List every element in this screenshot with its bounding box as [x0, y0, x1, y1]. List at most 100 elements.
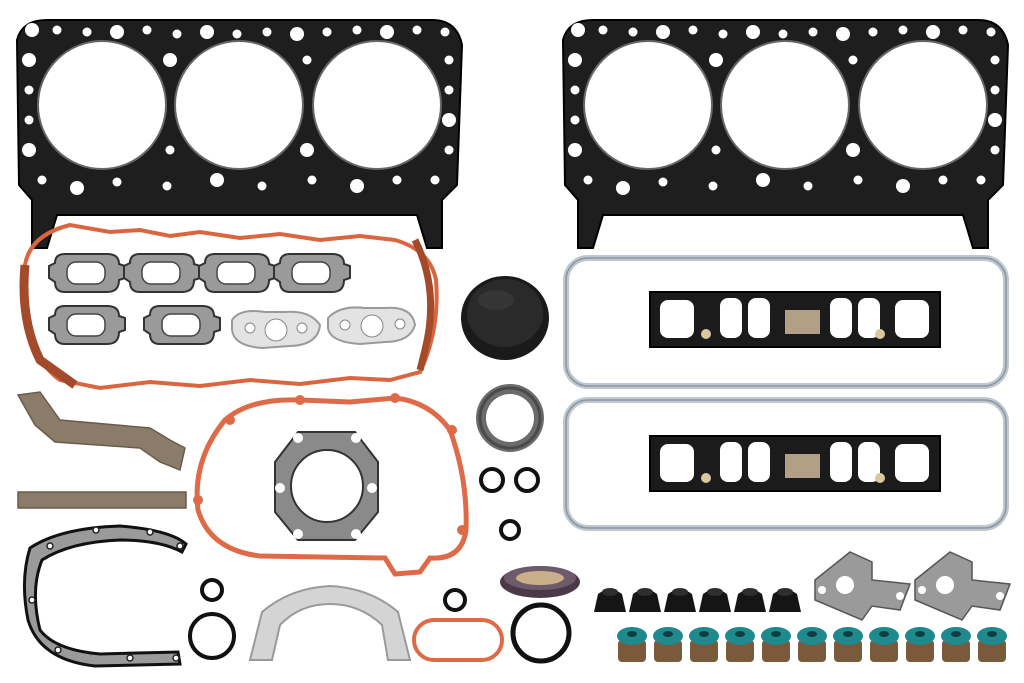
bolt-hole: [352, 25, 362, 35]
intake-port: [748, 298, 770, 338]
bolt-hole: [708, 181, 718, 191]
stem-seal-teal-hole: [951, 631, 961, 637]
intake-port: [895, 300, 929, 338]
intake-port: [858, 298, 880, 338]
stem-seal-black: [629, 589, 661, 612]
bolt-hole: [290, 27, 304, 41]
bolt-hole: [926, 25, 940, 39]
octagon-gasket: [274, 431, 379, 541]
bolt-hole: [583, 175, 593, 185]
bolt-hole: [442, 113, 456, 127]
bolt-hole: [658, 177, 668, 187]
stem-seal-brown-body: [762, 640, 790, 662]
bolt-hole: [848, 55, 858, 65]
bolt-hole: [616, 181, 630, 195]
bolt-hole: [898, 25, 908, 35]
valve-stem-seals-teal: [617, 627, 1007, 662]
bolt-hole: [718, 29, 728, 39]
bolt-hole: [976, 175, 986, 185]
bolt-hole: [112, 177, 122, 187]
exhaust-manifold-gaskets: [48, 253, 351, 345]
bolt-hole: [803, 181, 813, 191]
bolt-hole: [110, 25, 124, 39]
cylinder-bore: [174, 40, 304, 170]
bolt-hole: [322, 27, 332, 37]
bolt-hole: [392, 175, 402, 185]
bolt-hole: [896, 179, 910, 193]
bolt-hole: [302, 55, 312, 65]
bolt-hole: [262, 27, 272, 37]
intake-port: [895, 444, 929, 482]
bolt-hole: [444, 85, 454, 95]
bolt-hole: [990, 145, 1000, 155]
cylinder-bore: [720, 40, 850, 170]
stem-seal-black-top: [707, 588, 723, 596]
intake-manifold-gasket-top: [649, 291, 941, 348]
stem-seal-teal-hole: [843, 631, 853, 637]
bolt-hole: [746, 25, 760, 39]
stem-seal-brown-body: [726, 640, 754, 662]
oval-gasket-orange: [412, 618, 504, 662]
cork-strips: [16, 391, 187, 509]
stem-seal-brown-body: [834, 640, 862, 662]
exhaust-port-opening: [141, 261, 181, 285]
intake-port: [720, 298, 742, 338]
stem-seal-teal-hole: [771, 631, 781, 637]
stem-seal-brown-body: [978, 640, 1006, 662]
intake-port: [830, 442, 852, 482]
cylinder-bore: [583, 40, 713, 170]
bolt-hole: [24, 115, 34, 125]
intake-bolt-hole: [701, 473, 711, 483]
bolt-hole: [200, 25, 214, 39]
timing-cover-gasket-bumps: [193, 393, 467, 535]
intake-port: [660, 444, 694, 482]
stem-seal-black-top: [777, 588, 793, 596]
small-o-rings-lower-left: [188, 578, 467, 660]
intake-bolt-hole: [875, 329, 885, 339]
stem-seal-brown-body: [654, 640, 682, 662]
stem-seal-brown-body: [906, 640, 934, 662]
bolt-hole: [82, 27, 92, 37]
exhaust-port-opening: [66, 313, 106, 337]
bolt-hole: [444, 55, 454, 65]
stem-seal-brown-body: [870, 640, 898, 662]
bolt-hole: [656, 25, 670, 39]
oil-pan-gasket-right-edge: [411, 238, 435, 371]
intake-manifold-gasket-bottom: [649, 435, 941, 492]
stem-seal-teal-hole: [807, 631, 817, 637]
stem-seal-brown-body: [690, 640, 718, 662]
stem-seal-brown-body: [798, 640, 826, 662]
intake-port: [660, 300, 694, 338]
bolt-hole: [430, 175, 440, 185]
stem-seal-black-top: [672, 588, 688, 596]
bolt-hole: [257, 181, 267, 191]
intake-port: [830, 298, 852, 338]
bolt-hole: [709, 53, 723, 67]
bolt-hole: [412, 25, 422, 35]
bolt-hole: [990, 85, 1000, 95]
cylinder-bore: [312, 40, 442, 170]
egr-gaskets: [814, 551, 1012, 621]
stem-seal-brown-body: [942, 640, 970, 662]
bolt-hole: [570, 115, 580, 125]
bolt-hole: [165, 145, 175, 155]
bolt-hole: [846, 143, 860, 157]
bolt-hole: [571, 23, 585, 37]
intake-bolt-hole: [875, 473, 885, 483]
bolt-hole: [172, 29, 182, 39]
bolt-hole: [24, 85, 34, 95]
bolt-hole: [440, 27, 450, 37]
bolt-hole: [778, 29, 788, 39]
o-rings-middle: [479, 467, 540, 541]
intake-plenum-plate: [785, 310, 820, 334]
bolt-hole: [162, 181, 172, 191]
large-o-ring: [510, 602, 572, 664]
bolt-hole: [808, 27, 818, 37]
stem-seal-black: [734, 589, 766, 612]
rear-main-seal: [476, 384, 544, 452]
bolt-hole: [628, 27, 638, 37]
bolt-hole: [22, 53, 36, 67]
exhaust-port-opening: [291, 261, 331, 285]
intake-port: [748, 442, 770, 482]
